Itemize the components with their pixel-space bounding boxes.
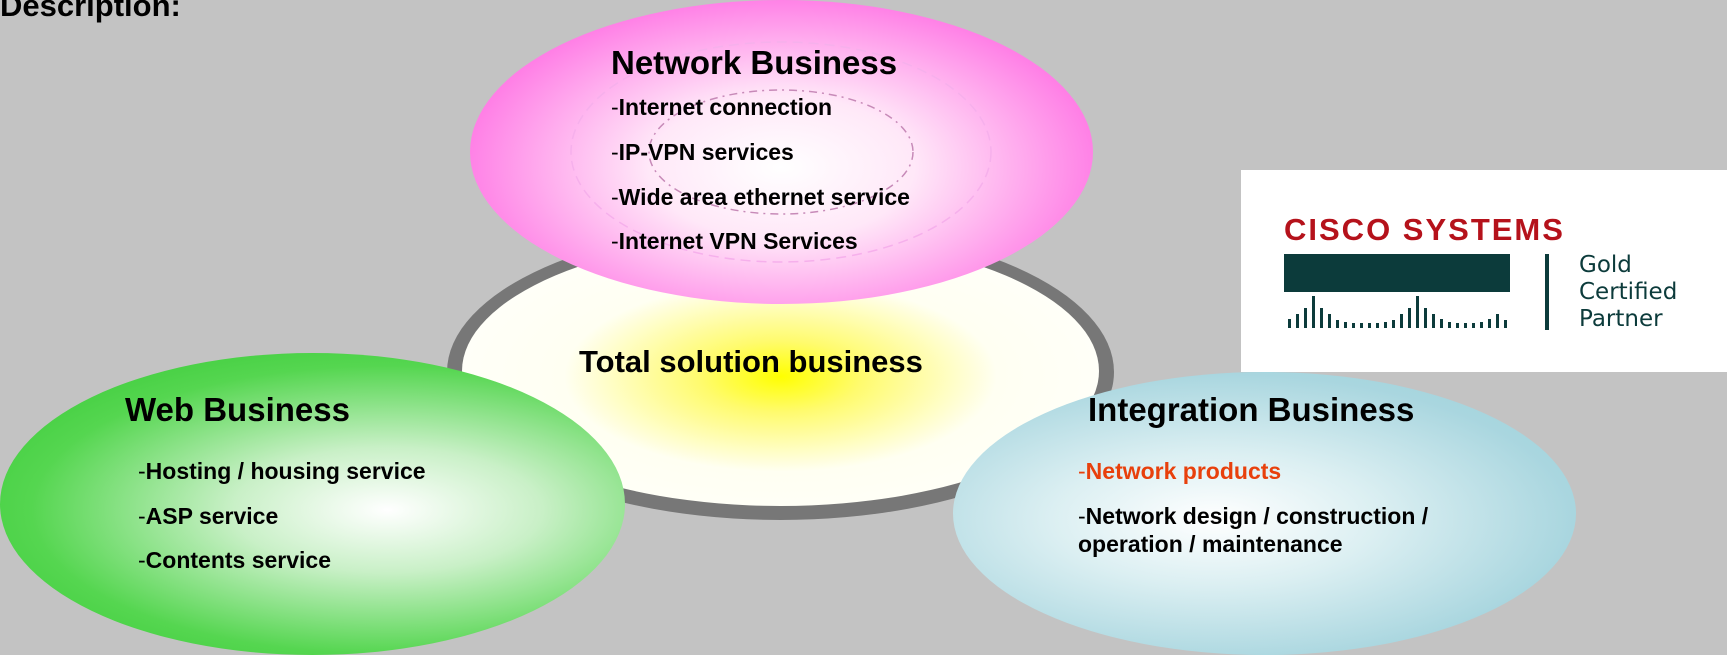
web-ellipse — [0, 353, 625, 655]
web-title: Web Business — [125, 391, 350, 428]
network-title: Network Business — [611, 44, 898, 81]
network-item-4: -Internet VPN Services — [611, 228, 858, 254]
integration-item-2: -Network design / construction / — [1078, 503, 1429, 529]
integration-title: Integration Business — [1088, 391, 1415, 428]
web-item-2: -ASP service — [138, 503, 279, 529]
web-item-1: -Hosting / housing service — [138, 458, 426, 484]
integration-item-2-continued: operation / maintenance — [1078, 531, 1343, 557]
logo-divider — [1545, 254, 1549, 330]
cisco-bridge-icon — [1284, 254, 1510, 328]
cisco-wordmark: CISCO SYSTEMS — [1284, 212, 1565, 247]
network-item-1: -Internet connection — [611, 94, 833, 120]
partner-line-gold: Gold — [1579, 252, 1632, 278]
network-ellipse — [470, 0, 1093, 304]
network-item-2: -IP-VPN services — [611, 139, 794, 165]
network-ellipse-dashes — [570, 41, 992, 263]
network-item-3: -Wide area ethernet service — [611, 184, 910, 210]
partner-line-partner: Partner — [1579, 306, 1663, 332]
center-title: Total solution business — [579, 344, 923, 379]
page-heading: Description: — [0, 0, 181, 23]
web-item-3: -Contents service — [138, 547, 332, 573]
cisco-logo: CISCO SYSTEMS — [1241, 170, 1727, 372]
partner-line-certified: Certified — [1579, 279, 1678, 305]
integration-item-1: -Network products — [1078, 458, 1282, 484]
integration-ellipse — [953, 372, 1576, 655]
